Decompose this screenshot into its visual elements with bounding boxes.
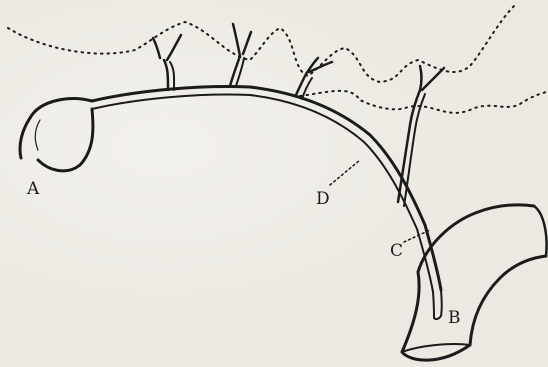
branch-1b [170,62,174,90]
main-duct-outer [92,87,441,290]
branches [153,24,444,206]
label-b: B [448,308,461,328]
branch-1 [153,35,181,90]
label-d: D [316,189,330,209]
leader-d [330,160,360,185]
branch-3 [296,58,332,95]
sac-a-inner [35,120,40,150]
branch-2 [230,24,251,86]
label-a: A [26,179,40,199]
main-duct-inner [92,95,433,292]
label-c: C [390,241,403,261]
vessel [402,205,546,360]
dotted-outline [8,5,515,82]
duct-end-tube [433,290,442,319]
sac-a [20,99,93,171]
vessel-end [534,206,547,256]
